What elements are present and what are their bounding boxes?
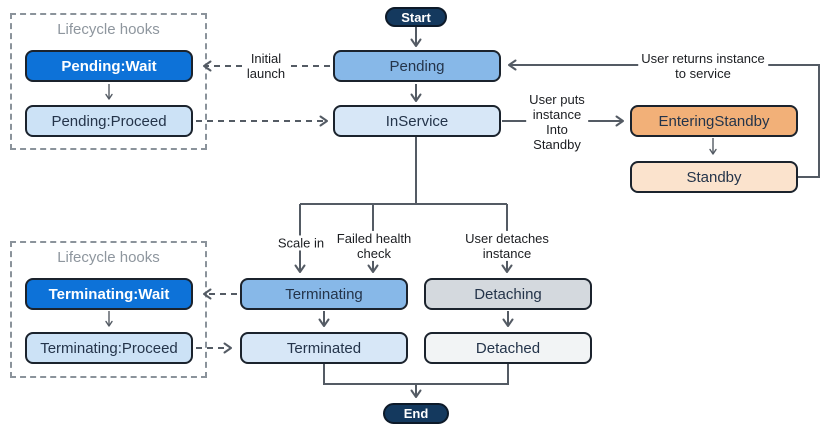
edge-label-user-returns: User returns instance to service <box>638 50 768 82</box>
edge-label-user-puts-standby: User puts instance Into Standby <box>526 91 588 153</box>
edge-label-failed-health-check: Failed health check <box>333 230 415 262</box>
node-detached: Detached <box>424 332 592 364</box>
group-title: Lifecycle hooks <box>57 21 160 38</box>
end-terminal: End <box>383 403 449 424</box>
node-pending: Pending <box>333 50 501 82</box>
edge-label-user-detaches: User detaches instance <box>462 230 552 262</box>
edge-label-scale-in: Scale in <box>274 235 328 251</box>
node-terminating: Terminating <box>240 278 408 310</box>
group-title: Lifecycle hooks <box>57 249 160 266</box>
node-pending-proceed: Pending:Proceed <box>25 105 193 137</box>
node-terminating-wait: Terminating:Wait <box>25 278 193 310</box>
node-entering-standby: EnteringStandby <box>630 105 798 137</box>
edge-label-initial-launch: Initial launch <box>243 50 289 82</box>
lifecycle-hooks-group-top: Lifecycle hooks <box>10 13 207 150</box>
node-terminated: Terminated <box>240 332 408 364</box>
start-terminal: Start <box>385 7 447 27</box>
node-detaching: Detaching <box>424 278 592 310</box>
edge-merge-to-end <box>323 364 509 398</box>
node-terminating-proceed: Terminating:Proceed <box>25 332 193 364</box>
lifecycle-hooks-group-bottom: Lifecycle hooks <box>10 241 207 378</box>
node-pending-wait: Pending:Wait <box>25 50 193 82</box>
node-inservice: InService <box>333 105 501 137</box>
node-standby: Standby <box>630 161 798 193</box>
